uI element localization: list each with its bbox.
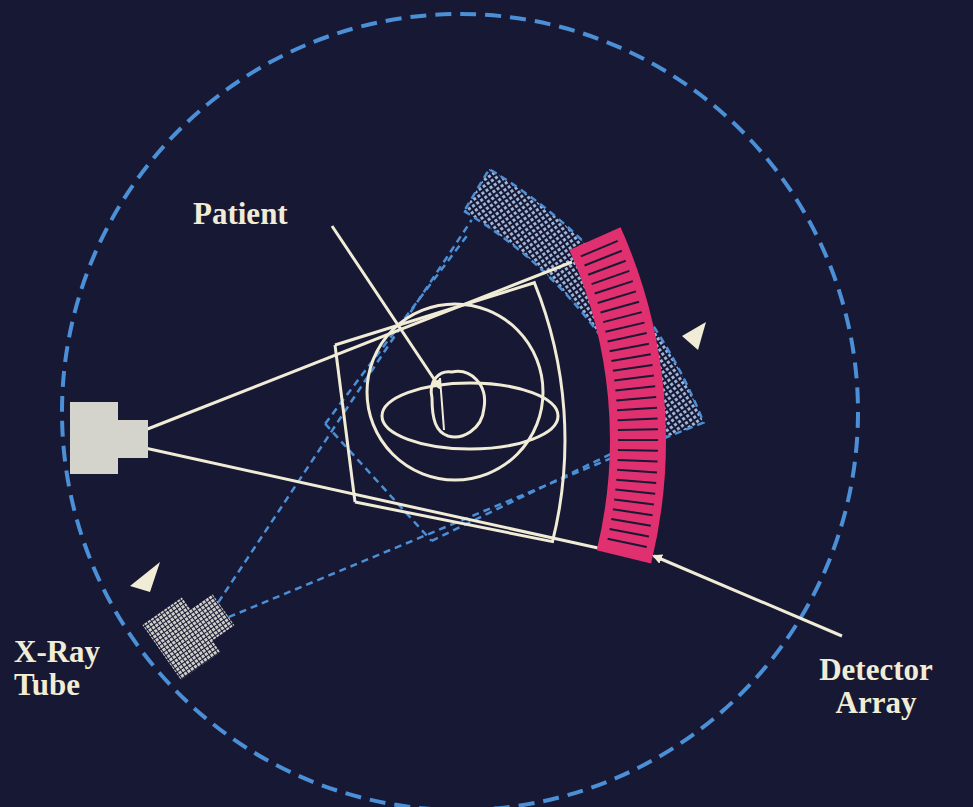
x-ray-tube-label: X-Ray Tube xyxy=(14,636,144,701)
rotation-arrow xyxy=(130,562,160,592)
detector-array-label: Detector Array xyxy=(783,654,969,719)
leader-line xyxy=(654,556,842,636)
patient-label: Patient xyxy=(193,198,353,231)
detector-array xyxy=(571,229,665,563)
rotated-position xyxy=(42,144,715,753)
patient-aperture xyxy=(367,304,543,480)
rotation-arrow xyxy=(682,322,706,350)
leader-line xyxy=(332,226,440,388)
x-ray-tube xyxy=(70,402,148,474)
patient-body xyxy=(382,383,558,449)
patient-head xyxy=(431,371,484,436)
gantry-circle xyxy=(62,14,858,807)
